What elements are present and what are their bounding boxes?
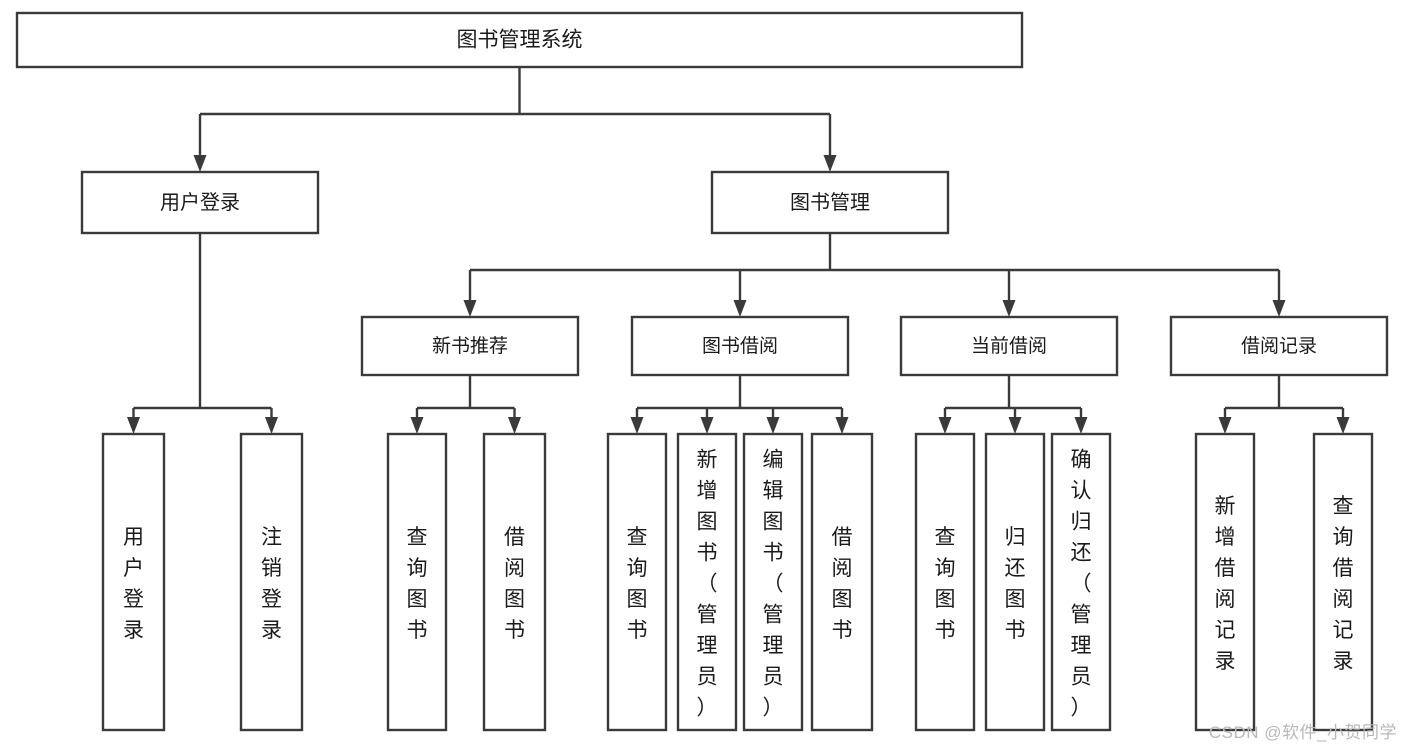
- arrow-head-icon: [410, 417, 424, 434]
- arrow-head-icon: [193, 155, 207, 172]
- node-layer: 图书管理系统用户登录图书管理新书推荐图书借阅当前借阅借阅记录用户登录注销登录查询…: [15, 11, 1389, 732]
- arrow-head-icon: [1002, 300, 1016, 317]
- node-leaf-logout[interactable]: 注销登录: [239, 432, 304, 732]
- node-book-manage-label: 图书管理: [790, 191, 870, 214]
- arrow-head-icon: [835, 417, 849, 434]
- arrow-head-icon: [1218, 417, 1232, 434]
- node-new-book-rec-label: 新书推荐: [432, 335, 508, 357]
- node-leaf-borrow-book-rec[interactable]: 借阅图书: [482, 432, 547, 732]
- node-leaf-query-record-label: 查询借阅记录: [1333, 495, 1354, 673]
- node-leaf-user-login-label: 用户登录: [123, 526, 144, 642]
- node-leaf-add-book-label: 新增图书（管理员）: [697, 449, 718, 720]
- node-leaf-add-book-box: [676, 432, 738, 732]
- node-leaf-query-book-bor-box: [606, 432, 668, 732]
- node-borrow-record-label: 借阅记录: [1241, 335, 1317, 357]
- node-book-borrow[interactable]: 图书借阅: [630, 315, 850, 377]
- node-borrow-record[interactable]: 借阅记录: [1169, 315, 1389, 377]
- node-borrow-record-box: [1169, 315, 1389, 377]
- arrow-head-icon: [733, 300, 747, 317]
- arrow-head-icon: [127, 417, 140, 434]
- node-current-borrow-label: 当前借阅: [971, 335, 1047, 357]
- node-leaf-query-book-cur-box: [914, 432, 976, 732]
- connector-layer: [127, 67, 1350, 434]
- node-leaf-confirm-return-box: [1050, 432, 1112, 732]
- node-leaf-borrow-book-rec-label: 借阅图书: [504, 526, 525, 642]
- node-leaf-query-record[interactable]: 查询借阅记录: [1312, 432, 1374, 732]
- node-leaf-edit-book-box: [742, 432, 804, 732]
- node-leaf-edit-book[interactable]: 编辑图书（管理员）: [742, 432, 804, 732]
- node-root-label: 图书管理系统: [457, 29, 583, 52]
- node-leaf-query-book-rec[interactable]: 查询图书: [386, 432, 448, 732]
- node-leaf-query-book-bor[interactable]: 查询图书: [606, 432, 668, 732]
- node-root[interactable]: 图书管理系统: [15, 11, 1024, 69]
- node-leaf-borrow-book-label: 借阅图书: [832, 526, 853, 642]
- arrow-head-icon: [1008, 417, 1022, 434]
- node-user-login-box: [80, 170, 320, 235]
- arrow-head-icon: [630, 417, 644, 434]
- node-leaf-logout-box: [239, 432, 304, 732]
- node-leaf-return-book-box: [984, 432, 1046, 732]
- node-leaf-query-record-box: [1312, 432, 1374, 732]
- arrow-head-icon: [766, 417, 780, 434]
- node-book-borrow-box: [630, 315, 850, 377]
- arrow-head-icon: [938, 417, 952, 434]
- arrow-head-icon: [265, 417, 278, 434]
- node-leaf-user-login[interactable]: 用户登录: [101, 432, 166, 732]
- arrow-head-icon: [1336, 417, 1350, 434]
- node-leaf-query-book-bor-label: 查询图书: [627, 526, 648, 642]
- arrow-head-icon: [463, 300, 477, 317]
- node-leaf-query-book-cur[interactable]: 查询图书: [914, 432, 976, 732]
- arrow-head-icon: [823, 155, 837, 172]
- node-leaf-return-book[interactable]: 归还图书: [984, 432, 1046, 732]
- node-current-borrow[interactable]: 当前借阅: [899, 315, 1119, 377]
- node-leaf-query-book-cur-label: 查询图书: [935, 526, 956, 642]
- node-leaf-add-record-box: [1194, 432, 1256, 732]
- node-book-borrow-label: 图书借阅: [702, 335, 778, 357]
- node-leaf-add-record-label: 新增借阅记录: [1215, 495, 1236, 673]
- node-leaf-query-book-rec-label: 查询图书: [407, 526, 428, 642]
- node-new-book-rec[interactable]: 新书推荐: [360, 315, 580, 377]
- arrow-head-icon: [508, 417, 521, 434]
- arrow-head-icon: [700, 417, 714, 434]
- node-new-book-rec-box: [360, 315, 580, 377]
- node-leaf-add-record[interactable]: 新增借阅记录: [1194, 432, 1256, 732]
- node-leaf-confirm-return[interactable]: 确认归还（管理员）: [1050, 432, 1112, 732]
- node-leaf-borrow-book[interactable]: 借阅图书: [810, 432, 874, 732]
- node-leaf-add-book[interactable]: 新增图书（管理员）: [676, 432, 738, 732]
- node-leaf-logout-label: 注销登录: [261, 526, 282, 642]
- node-book-manage[interactable]: 图书管理: [710, 170, 950, 235]
- node-leaf-borrow-book-box: [810, 432, 874, 732]
- node-user-login[interactable]: 用户登录: [80, 170, 320, 235]
- node-leaf-edit-book-label: 编辑图书（管理员）: [763, 449, 784, 720]
- node-leaf-user-login-box: [101, 432, 166, 732]
- node-leaf-query-book-rec-box: [386, 432, 448, 732]
- csdn-watermark: CSDN @软件_小贺同学: [1208, 723, 1397, 742]
- node-leaf-confirm-return-label: 确认归还（管理员）: [1071, 449, 1092, 720]
- node-current-borrow-box: [899, 315, 1119, 377]
- arrow-head-icon: [1272, 300, 1286, 317]
- arrow-head-icon: [1074, 417, 1088, 434]
- node-user-login-label: 用户登录: [160, 191, 240, 214]
- node-leaf-return-book-label: 归还图书: [1005, 526, 1026, 642]
- node-root-box: [15, 11, 1024, 69]
- node-leaf-borrow-book-rec-box: [482, 432, 547, 732]
- node-book-manage-box: [710, 170, 950, 235]
